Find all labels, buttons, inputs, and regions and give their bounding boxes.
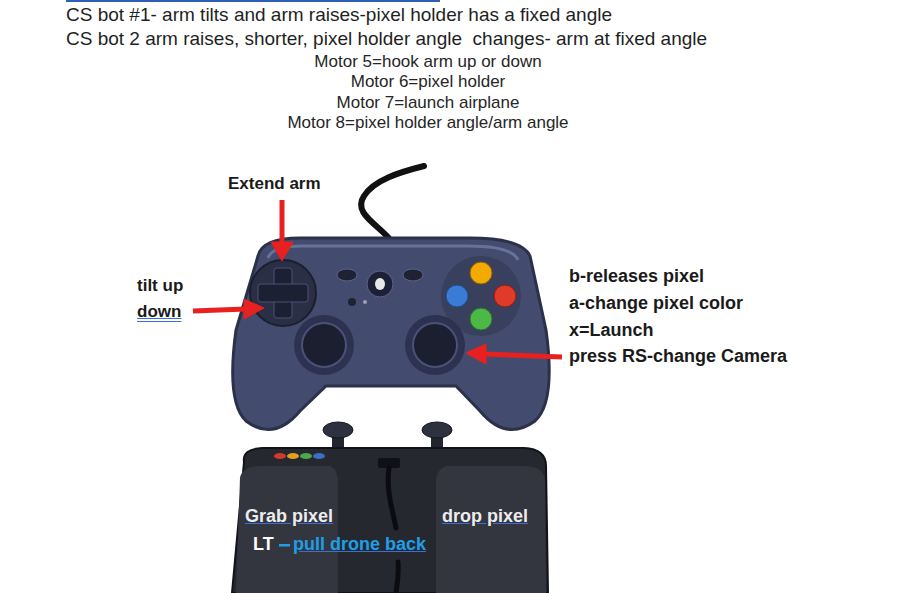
gamepad-body [233, 238, 550, 429]
control-label: LT [253, 534, 274, 556]
a-button [470, 308, 492, 330]
logo-button [367, 271, 393, 297]
left-stick [302, 323, 346, 367]
gamepad-body [232, 448, 548, 593]
note-text: CS bot #1- arm tilts and arm raises-pixe… [66, 4, 612, 27]
cable [388, 468, 396, 528]
control-label: Extend arm [228, 174, 321, 194]
right-trigger [436, 466, 546, 593]
control-label: down [137, 302, 181, 322]
mini-button [300, 453, 312, 459]
arrow-head [271, 242, 293, 261]
mini-button [287, 453, 299, 459]
arrow-head [244, 299, 264, 319]
left-stick-base [294, 315, 354, 375]
right-stick-base [405, 315, 465, 375]
callout-arrows [193, 200, 562, 364]
dpad-ring [250, 260, 316, 326]
stick-top [323, 422, 353, 438]
x-button [446, 285, 468, 307]
arrow-head [466, 344, 486, 364]
control-label: b-releases pixel [569, 266, 704, 288]
note-text: CS bot 2 arm raises, shorter, pixel hold… [66, 28, 707, 51]
mini-button [313, 453, 325, 459]
motor-note: Motor 8=pixel holder angle/arm angle [287, 113, 568, 133]
cable [396, 562, 398, 593]
logo-mark [375, 278, 385, 290]
dash-line [279, 544, 290, 547]
motor-note: Motor 7=launch airplane [337, 93, 520, 113]
y-button [470, 262, 492, 284]
right-stick [413, 323, 457, 367]
motor-note: Motor 5=hook arm up or down [314, 52, 541, 72]
stick-top [422, 422, 452, 438]
arrow-line [193, 309, 246, 311]
start-button [403, 269, 423, 281]
motor-note: Motor 6=pixel holder [351, 72, 506, 92]
control-label: a-change pixel color [569, 293, 743, 315]
mode-led [363, 300, 367, 304]
control-label: press RS-change Camera [569, 346, 787, 368]
arrow-line [484, 354, 562, 357]
control-label: tilt up [137, 276, 183, 296]
control-label: Grab pixel [245, 506, 333, 528]
dpad-cross [274, 268, 292, 318]
arrow-line [280, 200, 285, 244]
mode-button [348, 298, 356, 306]
gamepad-front [233, 238, 550, 429]
control-label: pull drone back [293, 534, 426, 556]
gamepad-top [232, 422, 548, 593]
control-label: x=Launch [569, 320, 654, 342]
cable [361, 166, 424, 242]
mini-button [274, 453, 286, 459]
control-label: drop pixel [442, 506, 528, 528]
left-trigger [236, 466, 338, 593]
dpad-center [275, 285, 291, 301]
link-underline [66, 0, 440, 2]
back-button [337, 269, 357, 281]
b-button [494, 285, 516, 307]
dpad-cross [258, 284, 308, 302]
